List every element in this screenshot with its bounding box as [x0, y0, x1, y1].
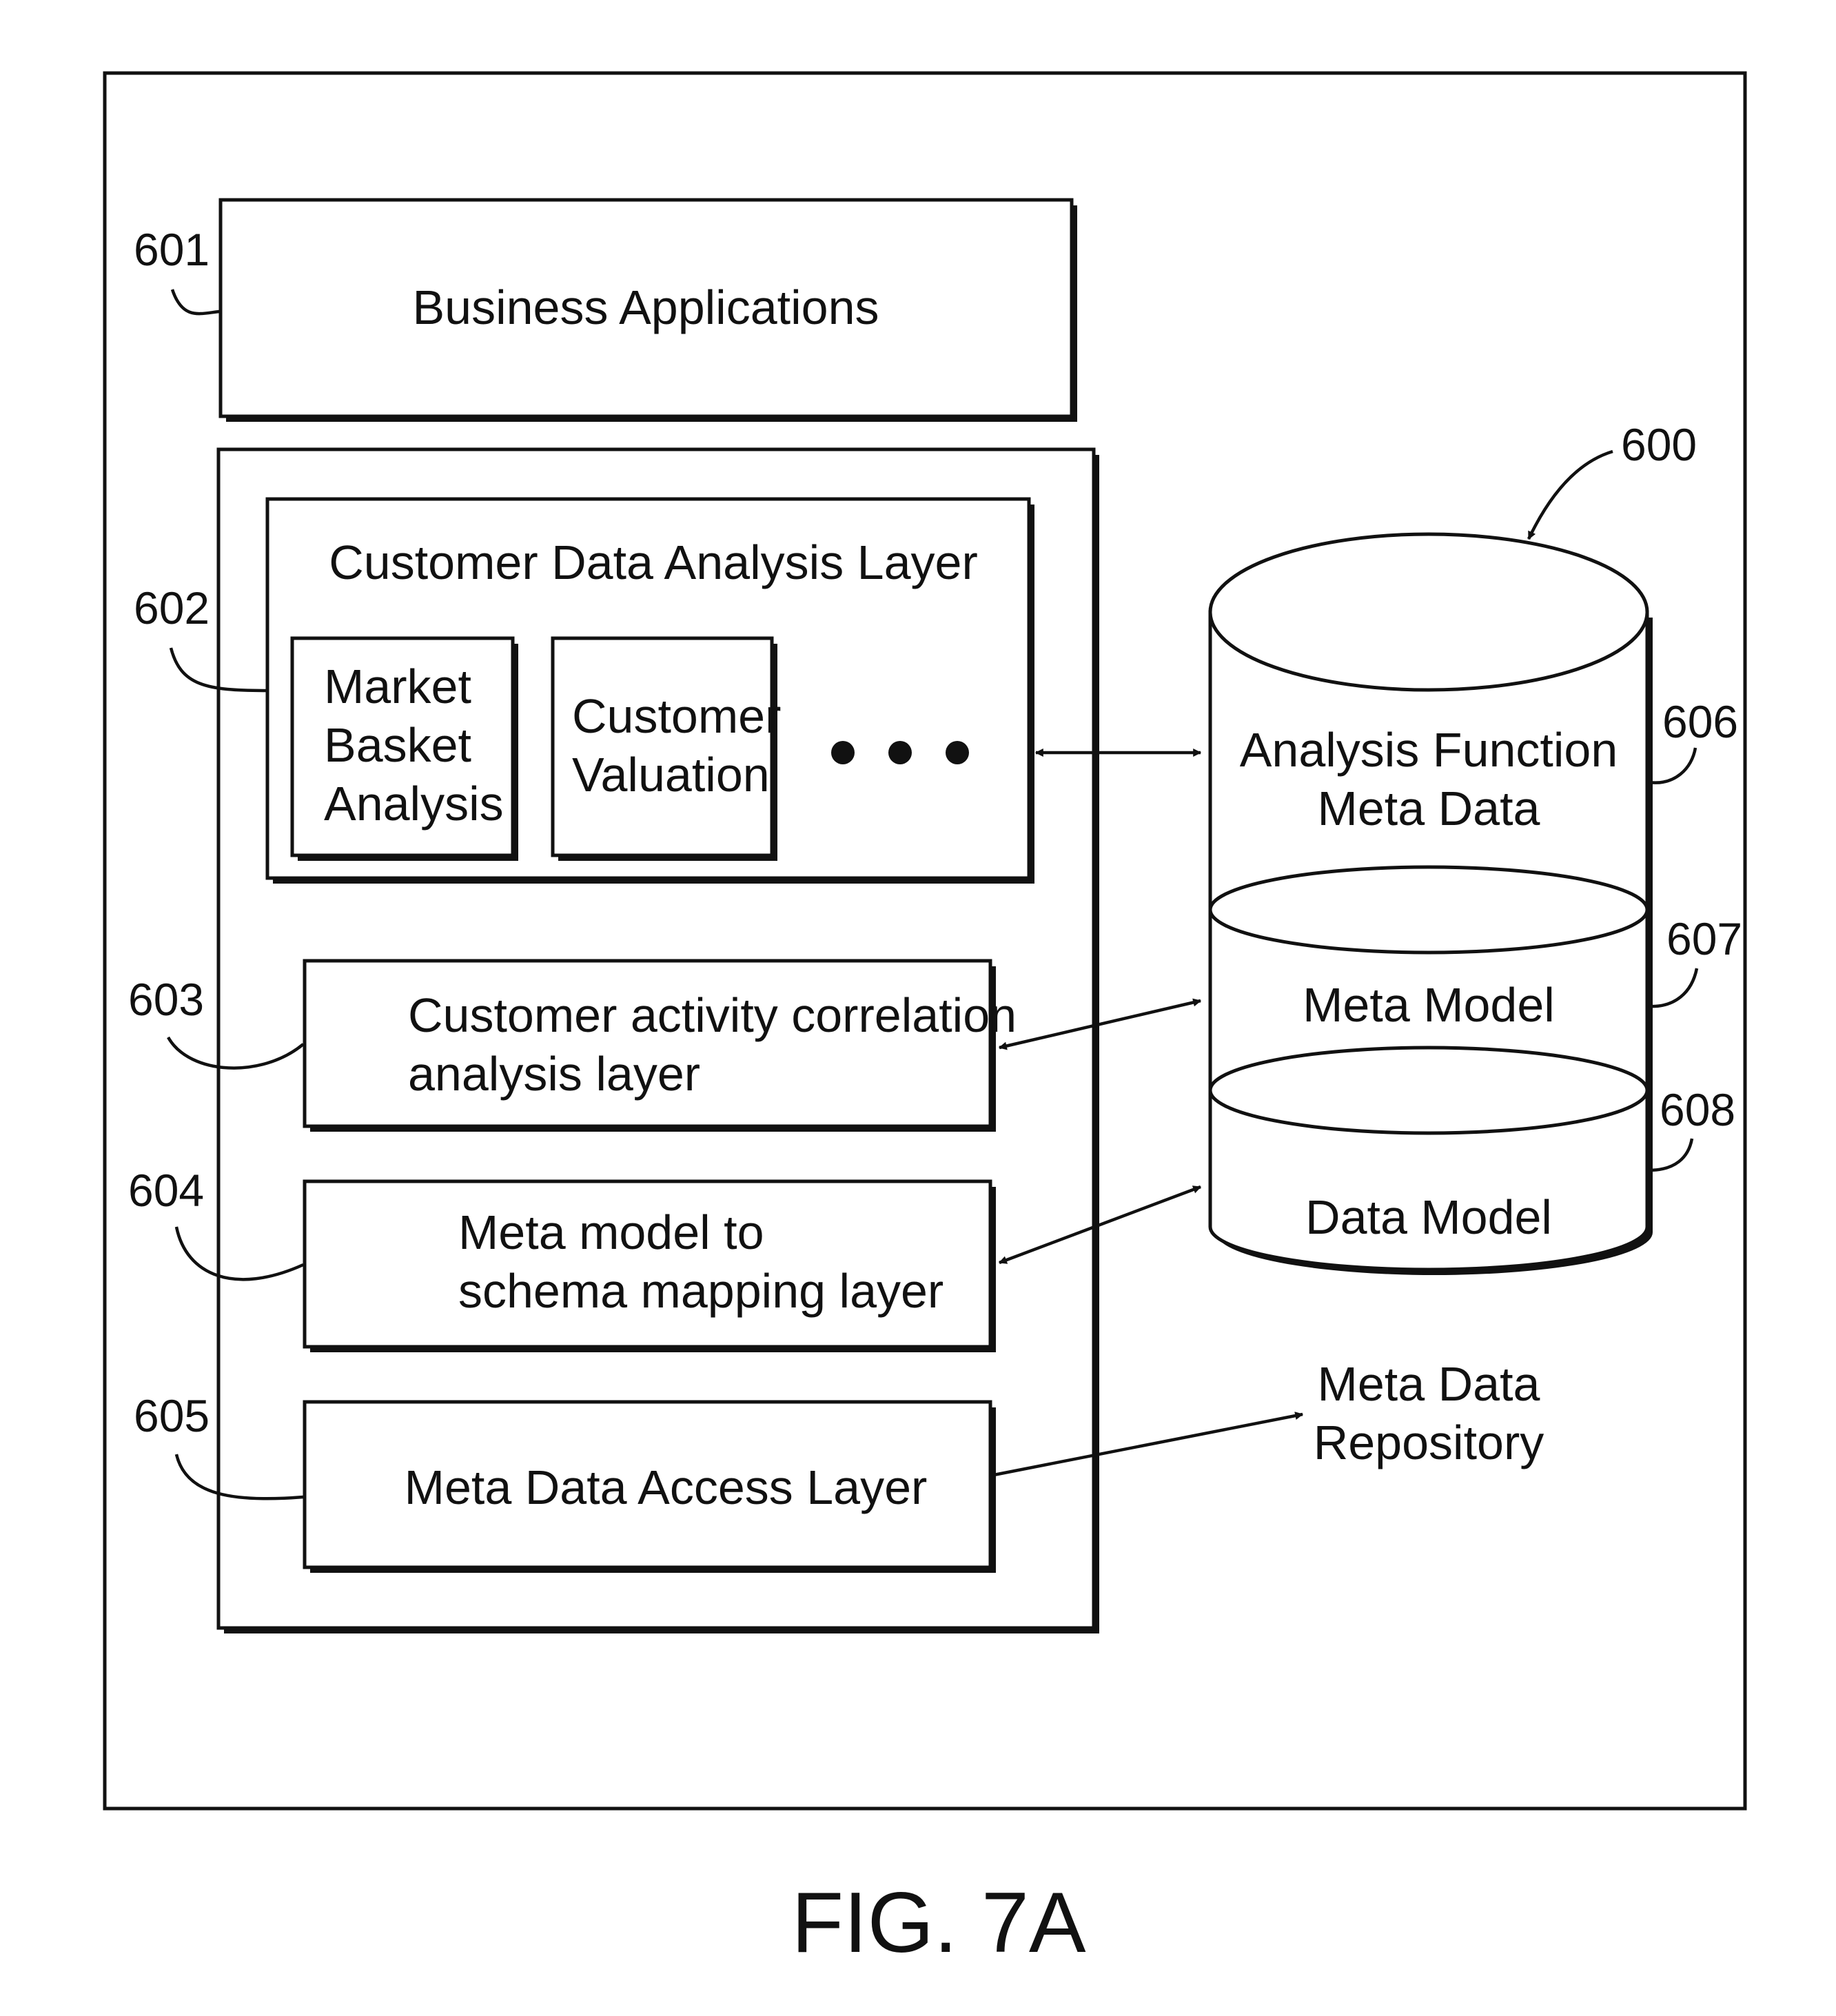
market-basket-line-3: Analysis [324, 777, 504, 831]
analysis-function-meta-data-line-1: Analysis Function [1240, 723, 1618, 777]
mapping-layer-line-1: Meta model to [458, 1205, 764, 1259]
market-basket-line-2: Basket [324, 718, 471, 772]
ref-605: 605 [134, 1390, 210, 1441]
market-basket-analysis-box: Market Basket Analysis [292, 638, 518, 861]
customer-valuation-line-2: Valuation [572, 748, 770, 802]
leader-601 [172, 289, 219, 314]
access-layer-label: Meta Data Access Layer [405, 1460, 928, 1514]
ref-601: 601 [134, 224, 210, 275]
business-applications-label: Business Applications [412, 281, 879, 334]
customer-data-analysis-layer-label: Customer Data Analysis Layer [329, 536, 978, 589]
meta-data-access-layer-box: Meta Data Access Layer [305, 1402, 996, 1573]
ref-608: 608 [1660, 1084, 1735, 1135]
ref-607: 607 [1666, 913, 1742, 964]
repository-caption-line-2: Repository [1314, 1416, 1544, 1469]
leader-606 [1649, 748, 1695, 783]
meta-model-label: Meta Model [1303, 978, 1555, 1032]
schema-mapping-layer-box: Meta model to schema mapping layer [305, 1181, 996, 1352]
correlation-layer-line-2: analysis layer [408, 1047, 700, 1101]
correlation-analysis-layer-box: Customer activity correlation analysis l… [305, 961, 1017, 1132]
business-applications-box: Business Applications [221, 200, 1077, 422]
analysis-function-meta-data-line-2: Meta Data [1318, 782, 1540, 835]
correlation-layer-line-1: Customer activity correlation [408, 988, 1017, 1042]
ref-600: 600 [1621, 419, 1697, 470]
mapping-layer-line-2: schema mapping layer [458, 1264, 943, 1318]
ref-606: 606 [1662, 696, 1738, 747]
meta-data-repository-cylinder [1210, 534, 1653, 1275]
repository-caption-line-1: Meta Data [1318, 1357, 1540, 1411]
market-basket-line-1: Market [324, 660, 471, 713]
leader-608 [1649, 1139, 1692, 1170]
data-model-label: Data Model [1305, 1190, 1552, 1244]
customer-valuation-box: Customer Valuation [553, 638, 781, 861]
figure-label: FIG. 7A [791, 1875, 1086, 1971]
customer-valuation-line-1: Customer [572, 689, 781, 743]
ref-602: 602 [134, 582, 210, 633]
leader-600 [1529, 451, 1613, 539]
ref-603: 603 [128, 974, 204, 1025]
ref-604: 604 [128, 1165, 204, 1216]
leader-607 [1649, 968, 1697, 1006]
